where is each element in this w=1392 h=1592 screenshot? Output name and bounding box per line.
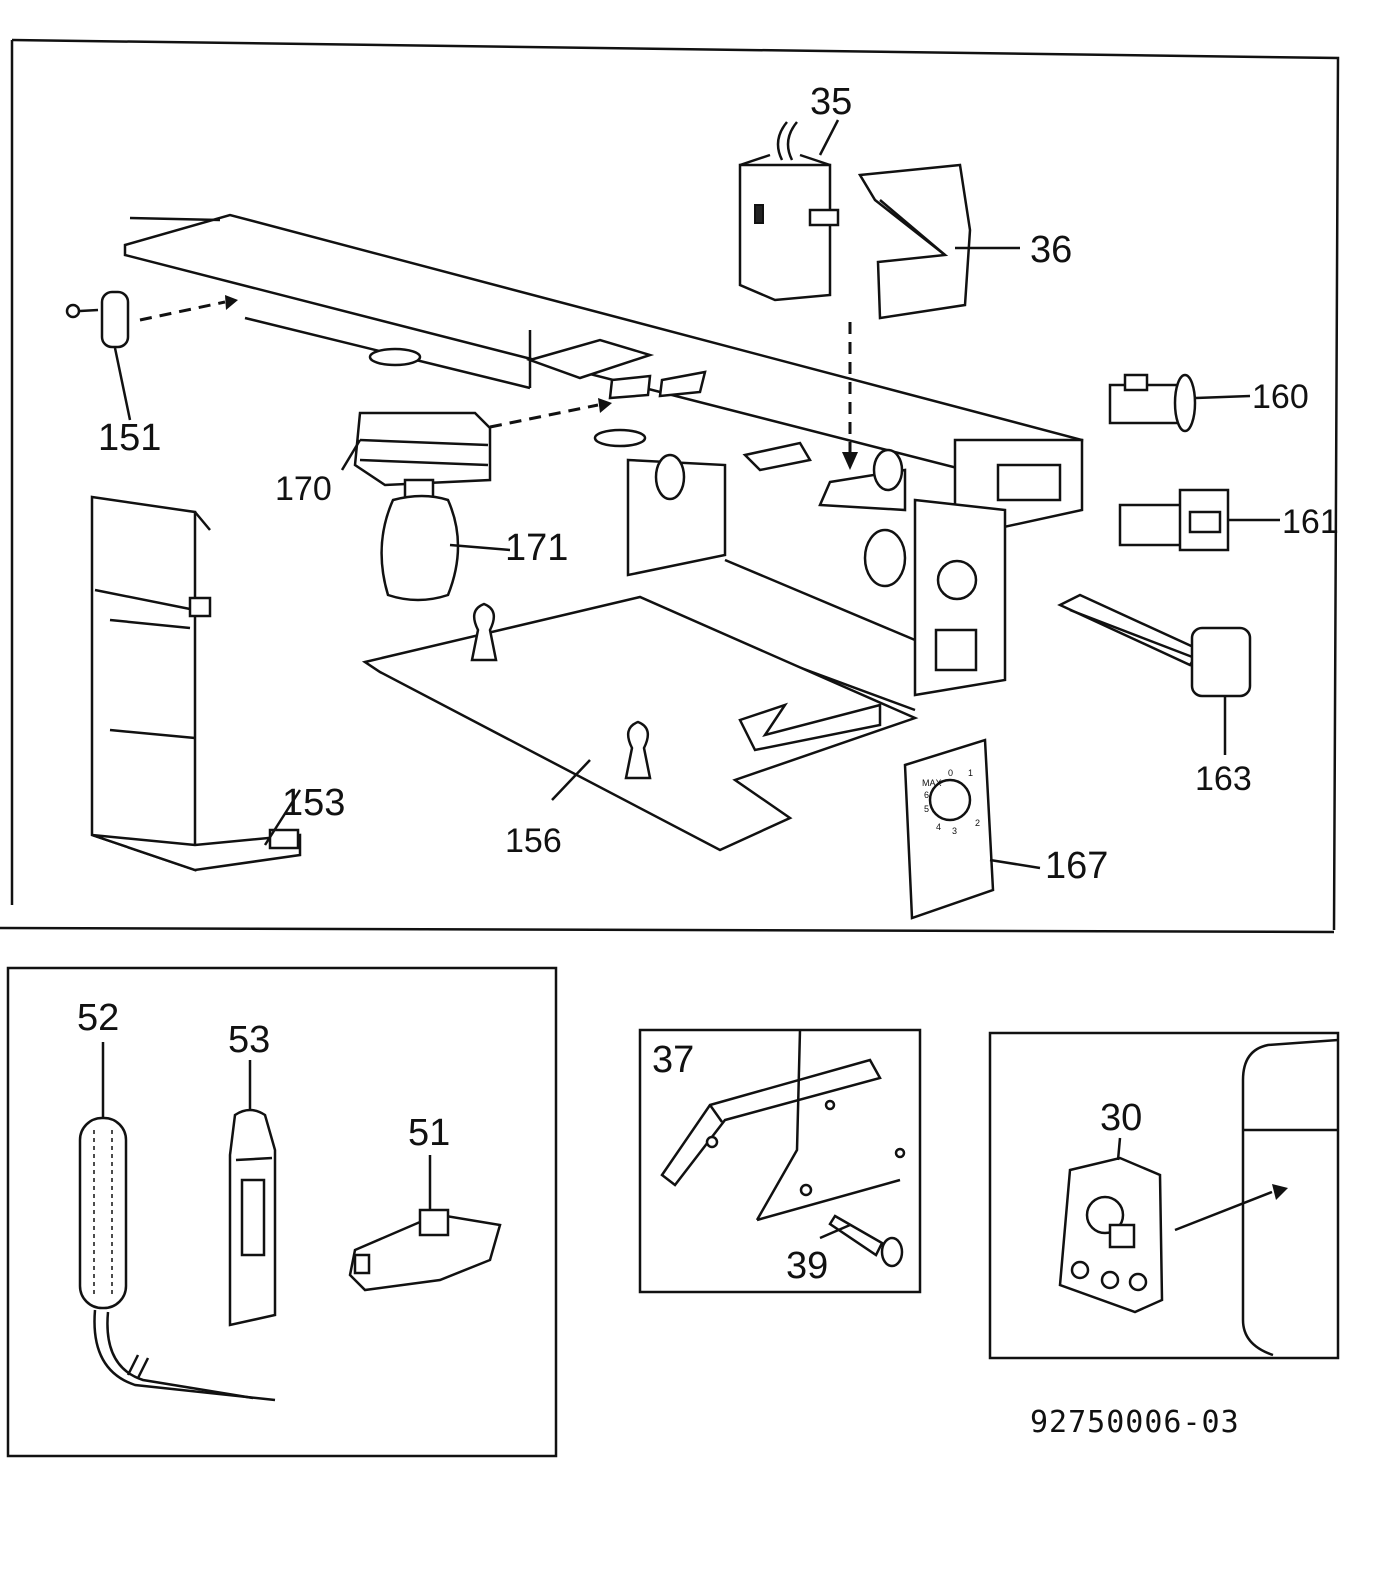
cover-box: [90, 495, 302, 872]
switch-160: [1108, 373, 1251, 433]
mounting-wall: [755, 1029, 906, 1222]
document-number: 92750006-03: [1030, 1405, 1240, 1440]
callout-52: 52: [77, 997, 119, 1039]
dial-label-0: 0: [948, 768, 953, 778]
sensor-probe-52: [78, 1042, 276, 1402]
callout-37: 37: [652, 1039, 694, 1081]
lamp-holder: [353, 411, 492, 500]
assembly-arrows: [139, 295, 858, 470]
callout-156: 156: [505, 822, 562, 860]
callout-39: 39: [786, 1245, 828, 1287]
dial-label-6: 6: [924, 790, 929, 800]
base-plate: [361, 595, 919, 852]
sensor-clamp-51: [348, 1155, 502, 1292]
callout-36: 36: [1030, 229, 1072, 271]
callout-167: 167: [1045, 845, 1108, 887]
dial-label-1: 1: [968, 768, 973, 778]
dial-max-label: MAX: [922, 778, 942, 788]
callout-53: 53: [228, 1019, 270, 1061]
callout-151: 151: [98, 417, 161, 459]
mounting-clip: [857, 163, 972, 320]
relay-panel: 30: [988, 1031, 1340, 1360]
callout-160: 160: [1252, 378, 1309, 416]
sensor-panel: 52 53 51: [6, 966, 558, 1458]
rocker-switch-161: [1118, 488, 1280, 552]
callout-35: 35: [810, 81, 852, 123]
callout-30: 30: [1100, 1097, 1142, 1139]
dial-plate: MAX 0 1 2 3 4 5 6: [903, 738, 995, 920]
leader-lines: [340, 119, 1041, 870]
relay-30: [1058, 1156, 1164, 1314]
knob-163: [1057, 593, 1252, 755]
callout-170: 170: [275, 470, 332, 508]
dial-label-4: 4: [936, 822, 941, 832]
dial-label-5: 5: [924, 804, 929, 814]
screw-39: [819, 1214, 904, 1268]
lamp-bulb: [380, 494, 511, 602]
callout-161: 161: [1282, 503, 1339, 541]
compressor-outline: [1241, 1038, 1339, 1357]
cable-clip: [65, 290, 132, 421]
main-panel: MAX 0 1 2 3 4 5 6 35 36 160 151 170 161 …: [0, 38, 1340, 934]
housing-frame: [626, 441, 1007, 712]
dial-label-2: 2: [975, 818, 980, 828]
sensor-holder-53: [228, 1060, 277, 1327]
bracket-panel: 37 39: [638, 1028, 922, 1294]
callout-51: 51: [408, 1112, 450, 1154]
bracket-37: [660, 1058, 882, 1187]
thermostat: [738, 121, 840, 302]
callout-163: 163: [1195, 760, 1252, 798]
callout-153: 153: [282, 782, 345, 824]
dial-label-3: 3: [952, 826, 957, 836]
callout-171: 171: [505, 527, 568, 569]
